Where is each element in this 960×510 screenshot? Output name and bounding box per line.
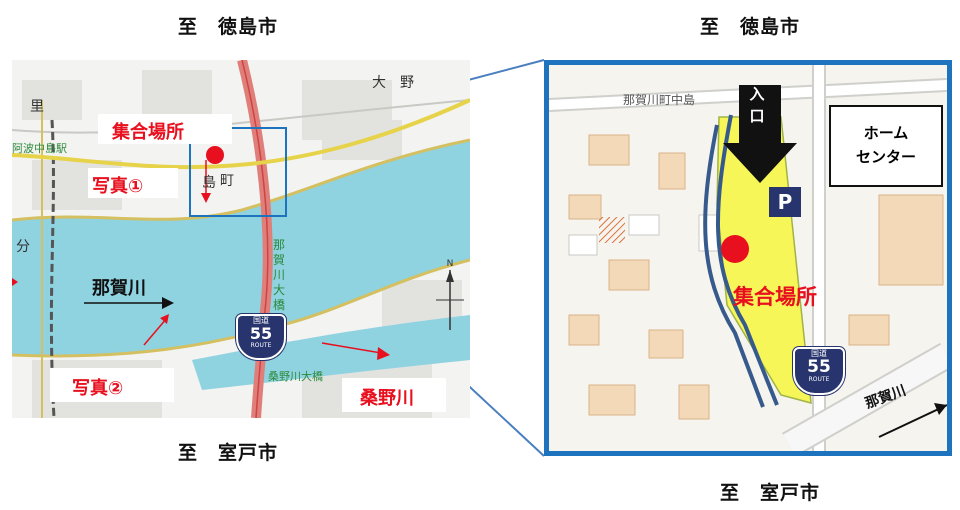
photo2-label: 写真② [72,378,124,399]
route-shield-label: 国道 [811,349,827,358]
parking-sign: P [769,187,801,217]
route-shield-number: 55 [249,324,273,343]
direction-right-top: 至 徳島市 [700,16,801,38]
entrance-char: 入 [749,85,765,103]
entrance-label: 入 口 [745,83,769,127]
svg-text:N: N [447,259,454,269]
meeting-place-label: 集合場所 [112,122,184,143]
access-route-line [715,114,779,406]
hatched-area [599,217,625,243]
detail-map: 那賀川町中島 入 口 P ホーム センター 集合場所 那賀川 国道 55 ROU… [544,60,952,456]
place-bu: 分 [16,239,30,255]
naka-river-label: 那賀川 [92,278,146,299]
home-center-box: ホーム センター [829,105,943,187]
area-name-label: 那賀川町中島 [623,93,696,107]
route-shield-word: ROUTE [250,342,272,349]
place-machi: 町 [220,173,234,189]
place-sato: 里 [30,99,44,115]
route-shield-label: 国道 [253,316,269,325]
home-center-line1: ホーム [863,124,909,142]
bridge-char: 橋 [272,298,285,312]
route-55-shield: 国道 55 ROUTE [236,314,286,360]
place-ono: 大 野 [372,75,414,91]
route-shield-word: ROUTE [808,376,830,383]
meeting-point-marker-detail [721,235,749,263]
kuwano-label-box [342,378,446,412]
station-label: 阿波中島駅 [12,142,67,155]
photo1-label: 写真① [92,176,144,197]
bridge-char: 大 [272,283,285,297]
naka-river [12,140,470,356]
overview-map-canvas: N [12,60,470,418]
bridge-char: 那 [272,238,285,252]
entrance-arrow [723,85,797,183]
route-55-shield-detail: 国道 55 ROUTE [793,347,845,395]
bridge-label-vertical: 那 賀 川 大 橋 [272,238,286,313]
bridge-char: 川 [272,268,285,282]
kuwano-bridge-label: 桑野川大橋 [268,370,323,383]
zoom-inset-box [189,127,287,217]
entrance-char: 口 [749,107,765,125]
direction-left-top: 至 徳島市 [178,16,279,38]
kuwano-river-label: 桑野川 [360,388,414,409]
overview-map: N 集合場所 写真① 写真② 桑野川 那賀川 阿波中島駅 大 野 里 町 島 分… [12,60,470,418]
photo2-label-box [50,368,174,402]
detail-map-canvas [549,65,947,451]
bridge-char: 賀 [272,253,285,267]
meeting-point-marker [206,146,224,164]
route-shield-number: 55 [807,357,831,377]
place-nakajima: 島 [202,175,216,191]
meeting-place-label-detail: 集合場所 [733,285,817,309]
direction-right-bottom: 至 室戸市 [720,482,821,504]
meeting-label-box [98,114,232,144]
photo1-label-box [88,168,178,198]
compass-icon: N [436,259,464,330]
home-center-line2: センター [855,148,916,166]
direction-left-bottom: 至 室戸市 [178,442,279,464]
